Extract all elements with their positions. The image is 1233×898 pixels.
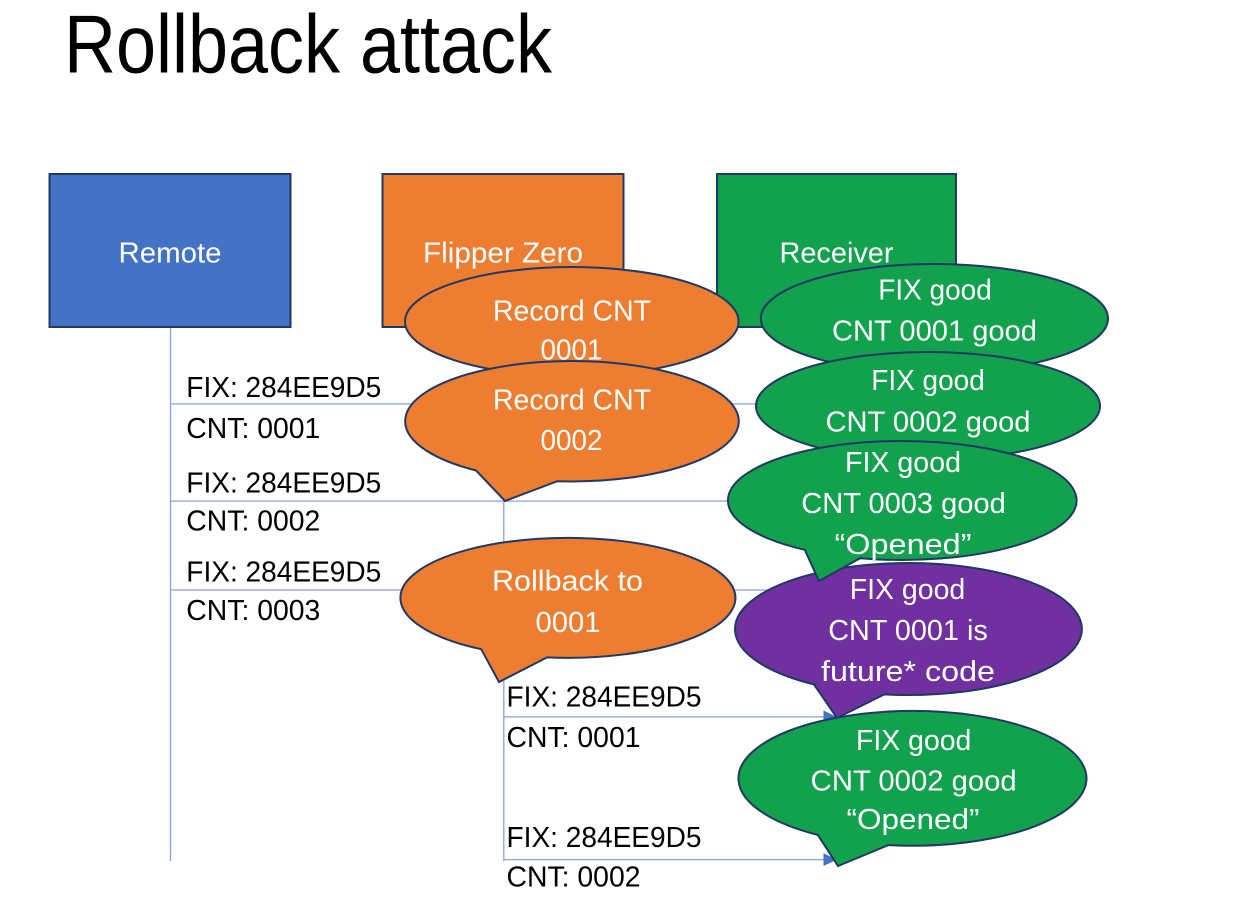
svg-text:FIX: 284EE9D5: FIX: 284EE9D5 bbox=[186, 372, 381, 404]
svg-text:Rollback attack: Rollback attack bbox=[64, 0, 552, 91]
svg-text:Rollback to: Rollback to bbox=[492, 566, 643, 598]
svg-text:Remote: Remote bbox=[119, 238, 222, 270]
svg-text:FIX good: FIX good bbox=[850, 574, 966, 606]
svg-text:Receiver: Receiver bbox=[780, 238, 895, 270]
svg-text:FIX: 284EE9D5: FIX: 284EE9D5 bbox=[186, 468, 381, 500]
svg-text:CNT 0001 good: CNT 0001 good bbox=[832, 315, 1037, 347]
svg-text:Record CNT: Record CNT bbox=[493, 384, 651, 416]
svg-text:FIX good: FIX good bbox=[856, 725, 971, 757]
svg-text:CNT: 0001: CNT: 0001 bbox=[186, 413, 320, 445]
svg-text:CNT 0001 is: CNT 0001 is bbox=[828, 615, 988, 647]
svg-text:FIX good: FIX good bbox=[845, 447, 961, 479]
svg-text:CNT: 0002: CNT: 0002 bbox=[507, 861, 641, 893]
svg-text:“Opened”: “Opened” bbox=[847, 804, 980, 836]
svg-text:FIX: 284EE9D5: FIX: 284EE9D5 bbox=[507, 682, 702, 714]
svg-text:FIX: 284EE9D5: FIX: 284EE9D5 bbox=[186, 557, 381, 589]
svg-text:CNT: 0001: CNT: 0001 bbox=[507, 722, 641, 754]
svg-text:0001: 0001 bbox=[541, 335, 603, 367]
svg-text:0001: 0001 bbox=[536, 607, 601, 639]
svg-text:CNT: 0003: CNT: 0003 bbox=[186, 595, 320, 627]
svg-text:Flipper Zero: Flipper Zero bbox=[423, 238, 583, 270]
svg-text:CNT 0002 good: CNT 0002 good bbox=[811, 766, 1017, 798]
svg-text:CNT 0003 good: CNT 0003 good bbox=[801, 488, 1006, 520]
svg-text:CNT: 0002: CNT: 0002 bbox=[186, 506, 320, 538]
svg-text:“Opened”: “Opened” bbox=[835, 529, 972, 561]
svg-text:CNT 0002 good: CNT 0002 good bbox=[826, 407, 1031, 439]
svg-text:0002: 0002 bbox=[541, 425, 603, 457]
svg-text:Record CNT: Record CNT bbox=[493, 296, 651, 328]
svg-text:FIX: 284EE9D5: FIX: 284EE9D5 bbox=[507, 822, 702, 854]
svg-text:FIX good: FIX good bbox=[878, 275, 992, 307]
svg-text:future* code: future* code bbox=[821, 656, 995, 688]
svg-text:FIX good: FIX good bbox=[871, 365, 985, 397]
